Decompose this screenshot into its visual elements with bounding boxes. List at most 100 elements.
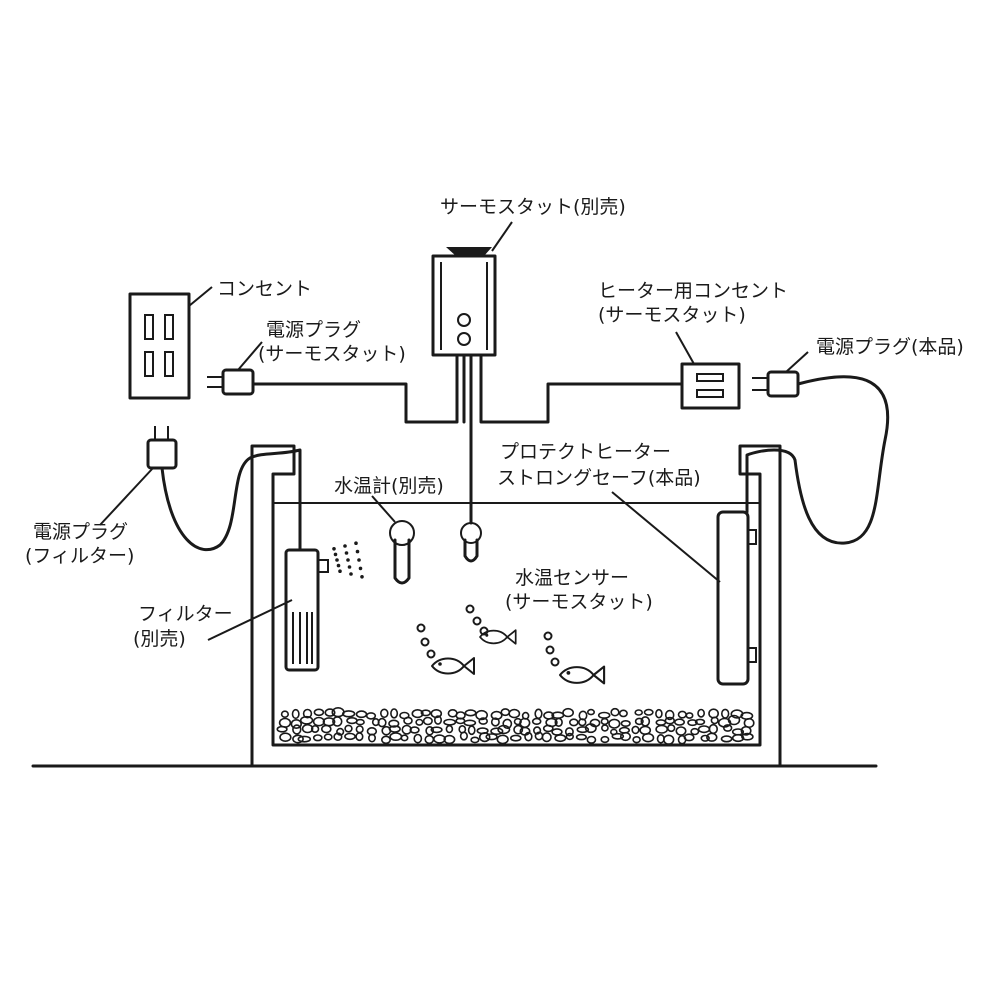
gravel-pebble <box>708 708 719 719</box>
gravel-pebble <box>608 718 621 729</box>
gravel-pebble <box>430 726 443 734</box>
gravel-pebble <box>513 724 524 735</box>
gravel-pebble <box>720 708 730 719</box>
label-filter-plug-1: 電源プラグ <box>33 521 128 543</box>
gravel-pebble <box>424 734 435 745</box>
gravel-pebble <box>677 710 687 719</box>
filter-leader <box>207 599 293 641</box>
gravel-pebble <box>346 716 358 725</box>
fish-icon <box>479 629 517 645</box>
gravel-pebble <box>292 734 304 744</box>
filter-cord <box>160 448 302 552</box>
gravel-pebble <box>299 715 314 725</box>
label-outlet: コンセント <box>217 278 312 300</box>
gravel-pebble <box>445 724 454 734</box>
gravel-pebble <box>470 736 480 744</box>
spray-dot <box>357 558 361 562</box>
label-filter-1: フィルター <box>138 603 233 625</box>
gravel-pebble <box>531 717 542 726</box>
gravel-pebble <box>641 732 655 743</box>
gravel-pebble <box>697 708 705 718</box>
gravel-pebble <box>584 723 597 734</box>
gravel-pebble <box>687 719 698 727</box>
gravel-pebble <box>332 716 343 727</box>
gravel-pebble <box>741 732 754 741</box>
spray-dot <box>332 547 336 551</box>
gravel-pebble <box>409 726 420 734</box>
gravel-pebble <box>291 708 300 720</box>
sensor-icon <box>460 522 482 563</box>
gravel-pebble <box>655 719 667 726</box>
gravel-pebble <box>740 725 752 736</box>
gravel-pebble <box>694 718 706 726</box>
spray-dot <box>344 551 349 555</box>
gravel-pebble <box>685 712 694 719</box>
gravel-pebble <box>524 731 533 742</box>
heater-icon <box>716 510 757 686</box>
gravel-pebble <box>413 733 423 744</box>
gravel-pebble <box>597 711 611 719</box>
label-sensor-1: 水温センサー <box>515 567 629 589</box>
bubble <box>543 631 553 641</box>
bubble <box>465 604 475 614</box>
gravel-pebble <box>390 708 399 719</box>
gravel-pebble <box>344 724 353 733</box>
gravel-pebble <box>562 707 574 718</box>
gravel-pebble <box>313 708 325 717</box>
spray-dot <box>343 544 347 548</box>
gravel-pebble <box>565 732 574 741</box>
bubble <box>420 637 430 647</box>
thermometer-leader <box>371 495 396 523</box>
gravel-pebble <box>432 734 446 744</box>
gravel-pebble <box>276 725 288 733</box>
label-thermostat-plug-1: 電源プラグ <box>266 319 361 341</box>
gravel-pebble <box>403 716 413 725</box>
spray-dot <box>360 575 364 579</box>
spray-dot <box>336 563 341 568</box>
bubble <box>479 626 489 636</box>
gravel-pebble <box>490 710 503 721</box>
gravel-pebble <box>497 724 511 735</box>
gravel-pebble <box>551 728 563 736</box>
gravel-pebble <box>697 725 711 734</box>
gravel-pebble <box>433 715 442 725</box>
gravel-pebble <box>700 734 710 742</box>
bubble <box>545 645 555 655</box>
gravel-pebble <box>411 708 424 719</box>
gravel-pebble <box>727 714 741 726</box>
label-sensor-2: (サーモスタット) <box>505 591 653 613</box>
gravel-pebble <box>463 719 477 727</box>
fish-icon <box>431 657 475 675</box>
gravel-pebble <box>664 716 675 725</box>
gravel-pebble <box>455 717 466 725</box>
spray-dot <box>338 569 342 573</box>
gravel-pebble <box>355 718 365 726</box>
gravel-pebble <box>389 732 403 741</box>
gravel-pebble <box>610 707 620 717</box>
heater-leader <box>611 491 721 583</box>
heater-outlet-cable <box>479 354 684 424</box>
gravel-pebble <box>601 724 609 732</box>
gravel-pebble <box>379 708 389 719</box>
spray-dot <box>349 572 353 576</box>
spray-dot <box>355 549 360 554</box>
gravel-pebble <box>720 735 733 743</box>
gravel-pebble <box>666 724 676 733</box>
gravel-pebble <box>425 725 435 736</box>
gravel-pebble <box>575 733 588 741</box>
gravel-pebble <box>564 727 574 737</box>
gravel-pebble <box>365 712 377 720</box>
label-heater-2: ストロングセーフ(本品) <box>497 467 701 489</box>
gravel-pebble <box>683 733 695 742</box>
gravel-pebble <box>586 735 597 744</box>
gravel-pebble <box>631 725 640 735</box>
gravel-pebble <box>333 732 343 742</box>
aquarium-tank <box>250 444 782 768</box>
gravel-pebble <box>478 731 491 743</box>
thermometer-icon <box>389 520 415 585</box>
gravel-pebble <box>355 732 364 742</box>
gravel-pebble <box>323 733 333 741</box>
gravel-pebble <box>500 708 511 717</box>
gravel-pebble <box>532 726 542 735</box>
